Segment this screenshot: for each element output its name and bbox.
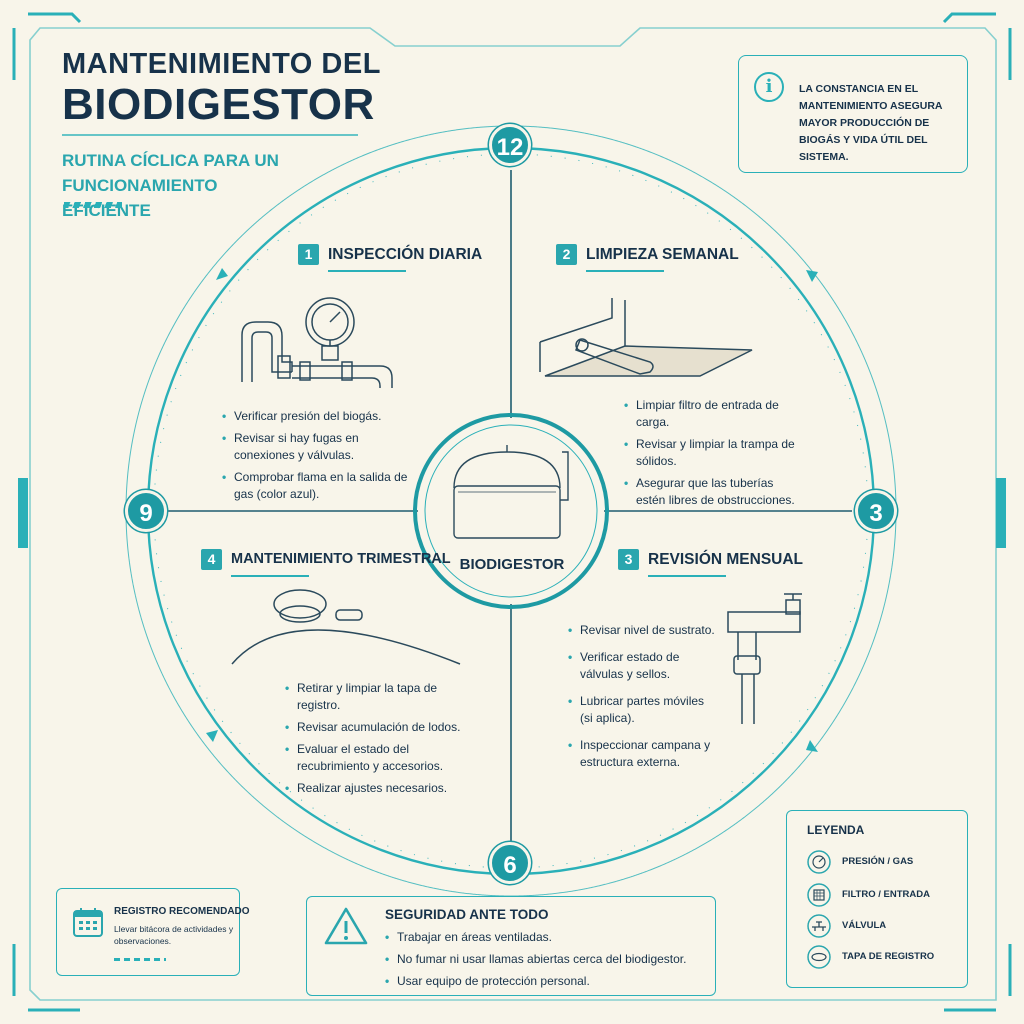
lid-illustration xyxy=(231,589,461,665)
legend-item-valvula: VÁLVULA xyxy=(807,914,967,938)
list-item: Comprobar flama en la salida de gas (col… xyxy=(222,469,412,503)
valve-icon xyxy=(807,914,831,938)
list-item: Revisar nivel de sustrato. xyxy=(568,622,718,639)
center-ring xyxy=(413,413,609,609)
section-1-number: 1 xyxy=(298,244,319,265)
section-1-underline xyxy=(328,270,406,272)
seguridad-box xyxy=(306,896,716,996)
gauge-illustration xyxy=(241,297,393,388)
list-item: Realizar ajustes necesarios. xyxy=(285,780,475,797)
section-3-number: 3 xyxy=(618,549,639,570)
registro-title: REGISTRO RECOMENDADO xyxy=(114,906,250,917)
section-1-title: INSPECCIÓN DIARIA xyxy=(328,246,483,263)
info-text: LA CONSTANCIA EN EL MANTENIMIENTO ASEGUR… xyxy=(799,83,943,163)
registro-dash-accent xyxy=(114,958,166,961)
lid-icon xyxy=(807,945,831,969)
clock-badge-9: 9 xyxy=(125,490,167,532)
list-item: Lubricar partes móviles (si aplica). xyxy=(568,693,718,727)
info-icon: i xyxy=(754,72,784,102)
legend-item-tapa: TAPA DE REGISTRO xyxy=(807,945,967,969)
section-2-title: LIMPIEZA SEMANAL xyxy=(586,246,739,263)
legend-label: PRESIÓN / GAS xyxy=(842,856,914,867)
seguridad-title: SEGURIDAD ANTE TODO xyxy=(385,907,549,922)
list-item: Retirar y limpiar la tapa de registro. xyxy=(285,680,475,714)
list-item: No fumar ni usar llamas abiertas cerca d… xyxy=(385,951,705,968)
valve-illustration xyxy=(727,593,802,724)
list-item: Revisar acumulación de lodos. xyxy=(285,719,475,736)
list-item: Asegurar que las tuberías estén libres d… xyxy=(624,475,796,509)
section-2-number: 2 xyxy=(556,244,577,265)
outer-frame xyxy=(12,12,1012,1012)
clock-badge-12: 12 xyxy=(489,124,531,166)
list-item: Usar equipo de protección personal. xyxy=(385,973,705,990)
legend-title: LEYENDA xyxy=(807,823,865,837)
subtitle-dash-accent xyxy=(64,202,122,208)
section-1-list: Verificar presión del biogás. Revisar si… xyxy=(222,408,412,508)
section-4-title: MANTENIMIENTO TRIMESTRAL xyxy=(231,551,451,567)
page-title-line1: MANTENIMIENTO DEL xyxy=(62,48,381,80)
filter-illustration xyxy=(539,298,753,377)
info-box xyxy=(738,55,968,173)
gauge-icon xyxy=(807,850,831,874)
registro-box xyxy=(56,888,240,976)
clock-badge-3: 3 xyxy=(855,490,897,532)
title-divider xyxy=(62,134,358,136)
page-subtitle: RUTINA CÍCLICA PARA UN FUNCIONAMIENTO EF… xyxy=(62,151,279,220)
legend-box xyxy=(786,810,968,988)
legend-label: TAPA DE REGISTRO xyxy=(842,951,935,962)
legend-label: FILTRO / ENTRADA xyxy=(842,889,930,900)
list-item: Limpiar filtro de entrada de carga. xyxy=(624,397,796,431)
filter-icon xyxy=(807,883,831,907)
legend-label: VÁLVULA xyxy=(842,920,887,931)
list-item: Evaluar el estado del recubrimiento y ac… xyxy=(285,741,475,775)
list-item: Trabajar en áreas ventiladas. xyxy=(385,929,705,946)
legend-item-filtro: FILTRO / ENTRADA xyxy=(807,883,967,907)
cycle-arrows xyxy=(206,268,818,752)
legend-item-presion: PRESIÓN / GAS xyxy=(807,850,967,874)
page-title-line2: BIODIGESTOR xyxy=(62,80,375,129)
section-4-underline xyxy=(231,575,309,577)
section-4-number: 4 xyxy=(201,549,222,570)
section-2-list: Limpiar filtro de entrada de carga. Revi… xyxy=(624,397,796,514)
list-item: Revisar y limpiar la trampa de sólidos. xyxy=(624,436,796,470)
list-item: Verificar estado de válvulas y sellos. xyxy=(568,649,718,683)
list-item: Inspeccionar campana y estructura extern… xyxy=(568,737,718,771)
center-label: BIODIGESTOR xyxy=(459,556,565,573)
section-3-underline xyxy=(648,575,726,577)
section-3-title: REVISIÓN MENSUAL xyxy=(648,551,804,568)
quadrant-dividers xyxy=(168,170,852,852)
calendar-icon xyxy=(73,908,103,937)
registro-text: Llevar bitácora de actividades y observa… xyxy=(114,924,234,946)
warning-icon xyxy=(324,907,368,945)
clock-badge-6: 6 xyxy=(489,842,531,884)
biodigestor-tank-illustration xyxy=(453,445,569,539)
section-2-underline xyxy=(586,270,664,272)
section-3-list: Revisar nivel de sustrato. Verificar est… xyxy=(568,622,718,776)
section-4-list: Retirar y limpiar la tapa de registro. R… xyxy=(285,680,475,802)
list-item: Revisar si hay fugas en conexiones y vál… xyxy=(222,430,412,464)
seguridad-list: Trabajar en áreas ventiladas. No fumar n… xyxy=(385,929,705,995)
list-item: Verificar presión del biogás. xyxy=(222,408,412,425)
